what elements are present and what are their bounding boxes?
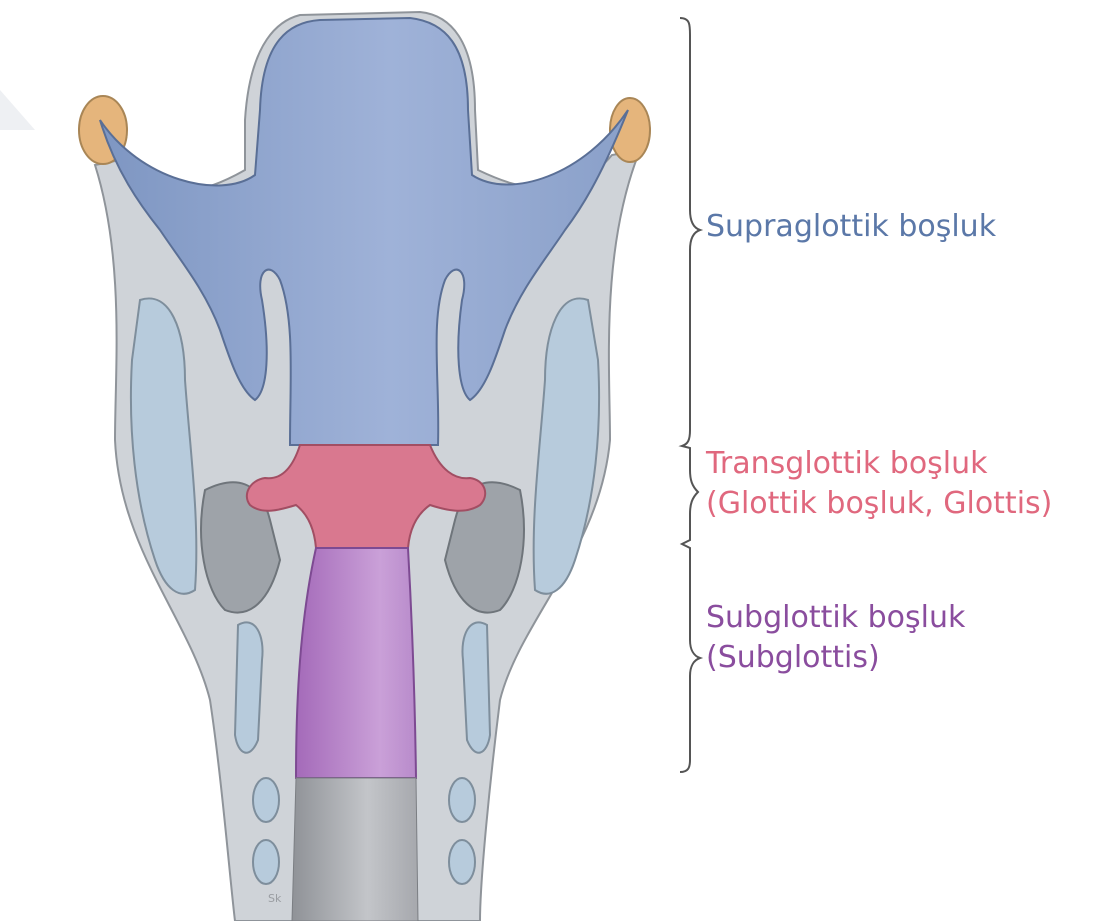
label-subglottic-line-2: (Subglottis) [706, 638, 965, 678]
tracheal-ring [449, 778, 475, 822]
label-subglottic-line-1: Subglottik boşluk [706, 598, 965, 638]
label-supraglottic-line-1: Supraglottik boşluk [706, 207, 996, 247]
lower-cartilage-right [462, 622, 490, 752]
label-transglottic-line-1: Transglottik boşluk [706, 444, 1052, 484]
tracheal-ring [253, 778, 279, 822]
tracheal-ring [253, 840, 279, 884]
label-transglottic-line-2: (Glottik boşluk, Glottis) [706, 484, 1052, 524]
label-subglottic: Subglottik boşluk (Subglottis) [706, 598, 965, 678]
trachea-lumen [292, 778, 418, 921]
label-supraglottic: Supraglottik boşluk [706, 207, 996, 247]
region-bracket [680, 18, 700, 772]
corner-decoration [0, 90, 35, 130]
tracheal-ring [449, 840, 475, 884]
corner-mark: Sk [268, 892, 282, 905]
subglottic-region [296, 548, 416, 778]
lower-cartilage-left [235, 622, 263, 752]
label-transglottic: Transglottik boşluk (Glottik boşluk, Glo… [706, 444, 1052, 524]
